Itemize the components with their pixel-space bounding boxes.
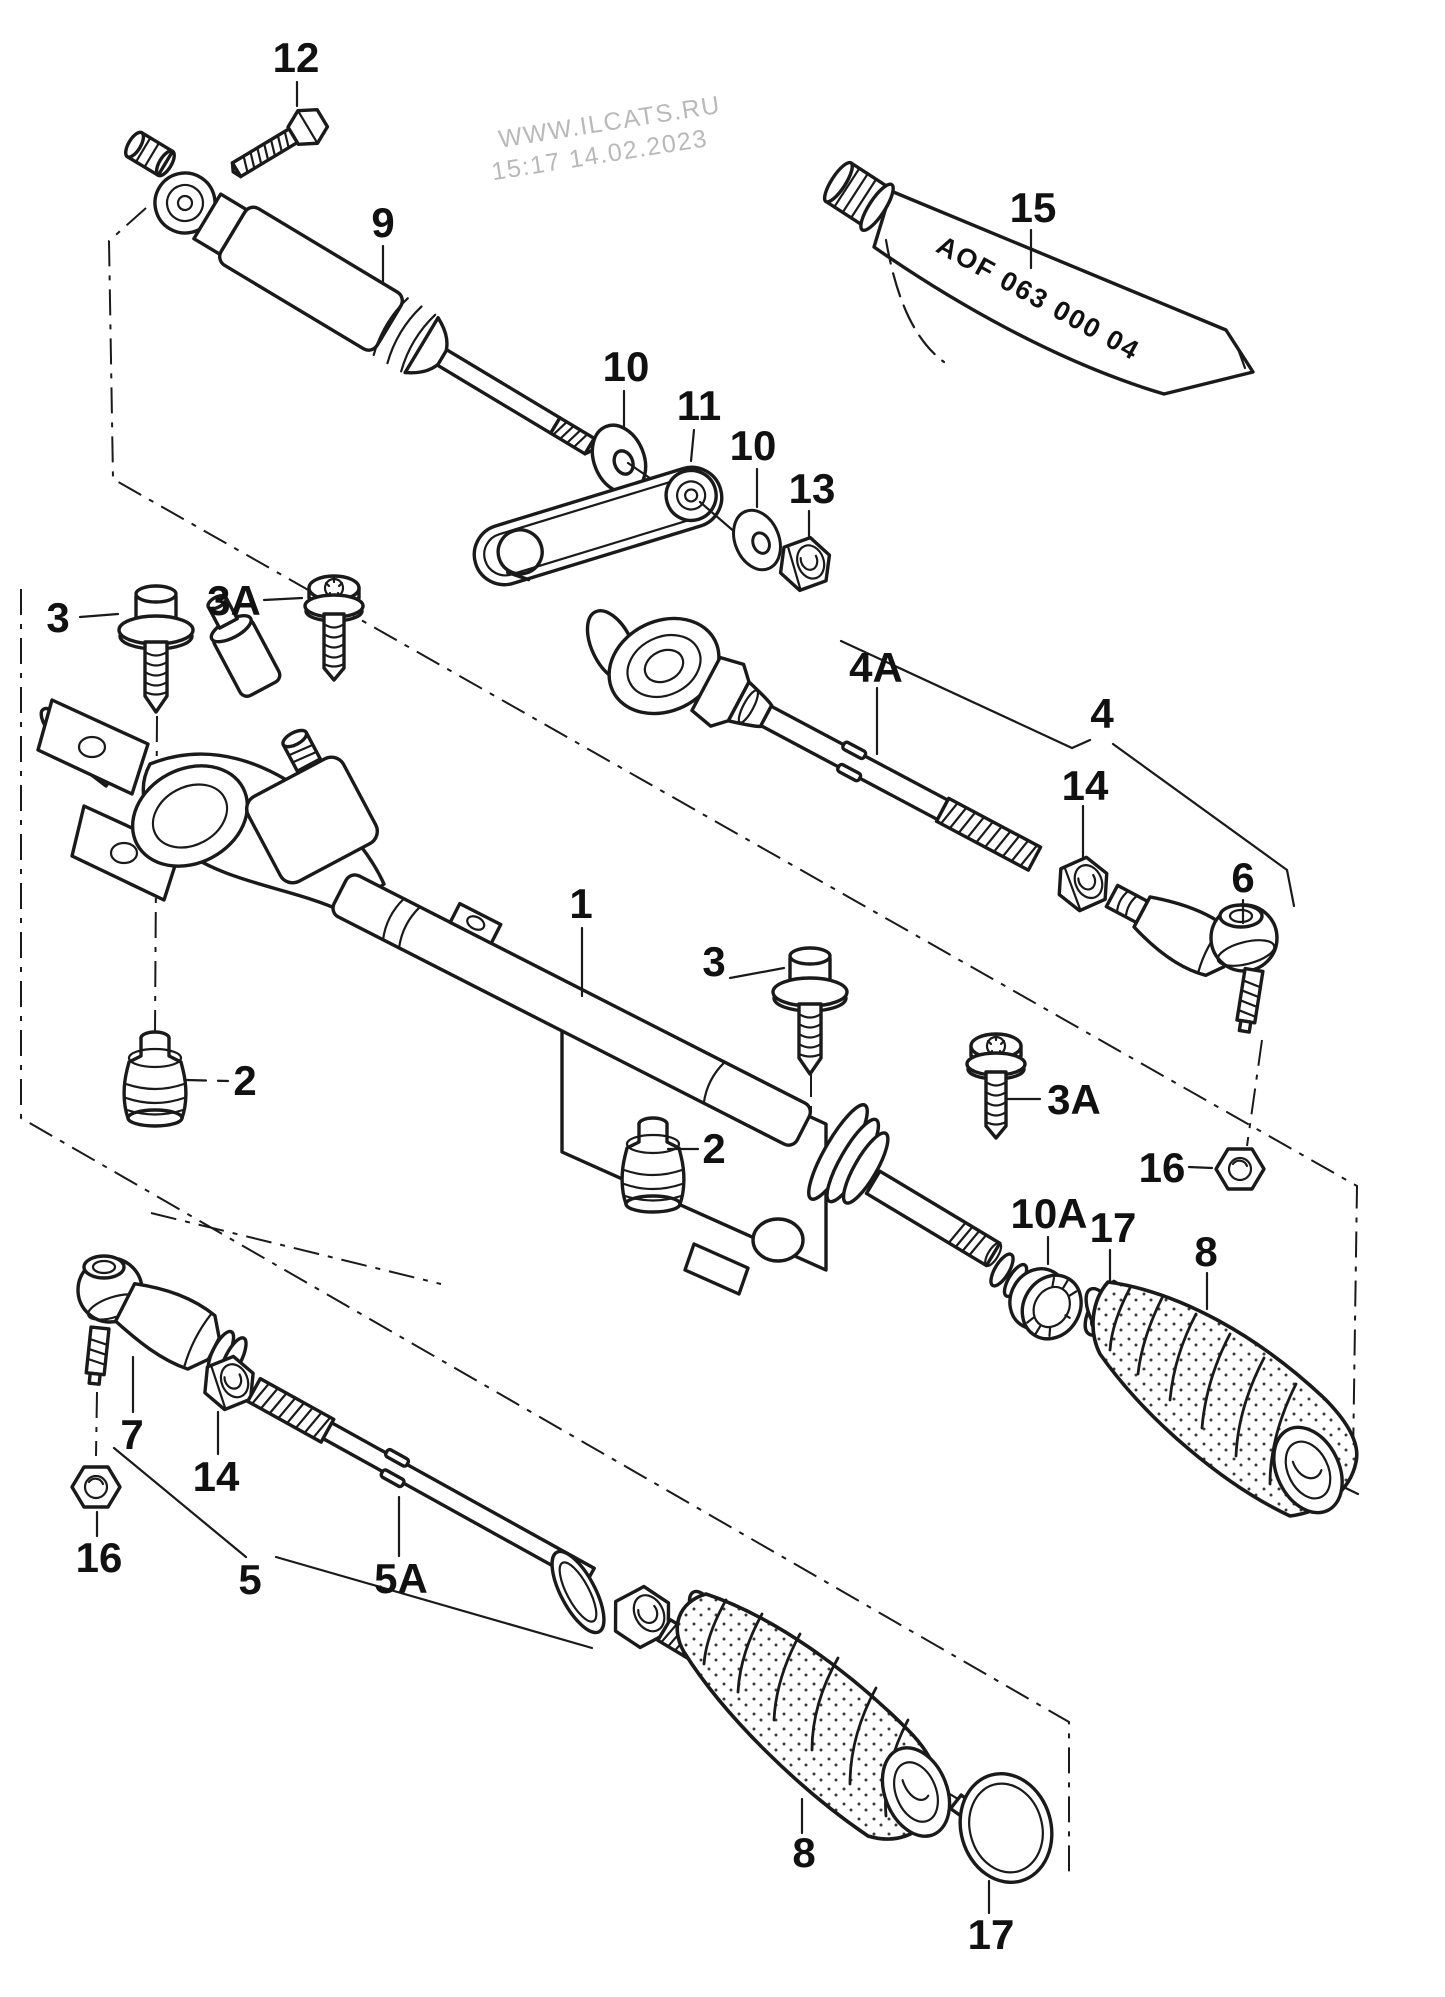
callout-7: 7 bbox=[120, 1411, 143, 1458]
callout-16-bottom: 16 bbox=[76, 1534, 123, 1581]
inner-joint-bottom bbox=[550, 1549, 711, 1665]
tie-rod-5a bbox=[245, 1376, 596, 1586]
nut-16-right bbox=[1214, 1147, 1266, 1191]
clamp-17-bottom bbox=[948, 1771, 1054, 1885]
bolt-12 bbox=[230, 107, 330, 179]
group-bracket-5 bbox=[112, 1446, 594, 1650]
callout-11: 11 bbox=[677, 382, 721, 429]
callout-1: 1 bbox=[569, 880, 592, 927]
callout-5: 5 bbox=[238, 1556, 261, 1603]
callout-12: 12 bbox=[273, 34, 320, 81]
boot-8-bottom bbox=[675, 1589, 952, 1841]
callout-10-upper: 10 bbox=[603, 343, 650, 390]
callout-10-lower: 10 bbox=[730, 422, 777, 469]
callout-5a: 5A bbox=[374, 1555, 428, 1602]
callout-13: 13 bbox=[789, 465, 836, 512]
screw-3a-mid bbox=[965, 1032, 1027, 1140]
bolt-3-left bbox=[117, 584, 195, 714]
washer-10-lower bbox=[723, 501, 791, 579]
callout-leaders bbox=[78, 80, 1245, 1915]
callout-9: 9 bbox=[371, 199, 394, 246]
callout-15: 15 bbox=[1010, 184, 1057, 231]
callout-10a: 10A bbox=[1010, 1190, 1087, 1237]
callout-17-right: 17 bbox=[1090, 1204, 1137, 1251]
callout-16-right: 16 bbox=[1139, 1144, 1186, 1191]
bushing-2-left bbox=[122, 1030, 188, 1128]
steering-gear-housing bbox=[36, 594, 386, 914]
grommet-10a bbox=[1008, 1267, 1083, 1341]
damper-9 bbox=[124, 130, 597, 456]
callout-labels: 12 9 15 10 11 10 13 3 3A 4A 4 14 6 1 3 3… bbox=[46, 34, 1254, 1958]
steering-rack-1 bbox=[331, 873, 1003, 1296]
washer-pair-rack-end bbox=[989, 1252, 1029, 1299]
callout-2-bottom: 2 bbox=[702, 1125, 725, 1172]
callout-14-bottom: 14 bbox=[193, 1453, 240, 1500]
callout-8-right: 8 bbox=[1194, 1228, 1217, 1275]
callout-3a-mid: 3A bbox=[1047, 1076, 1101, 1123]
bolt-3-mid bbox=[771, 946, 849, 1076]
callout-3a-left: 3A bbox=[207, 577, 261, 624]
tie-rod-4 bbox=[585, 609, 1043, 872]
callout-4a: 4A bbox=[849, 644, 903, 691]
tie-rod-end-6 bbox=[1104, 883, 1279, 1034]
callout-8-bottom: 8 bbox=[792, 1829, 815, 1876]
callout-3-mid: 3 bbox=[702, 938, 725, 985]
callout-4: 4 bbox=[1090, 690, 1114, 737]
bracket-11 bbox=[472, 465, 724, 587]
callout-6: 6 bbox=[1231, 854, 1254, 901]
callout-2-left: 2 bbox=[233, 1057, 256, 1104]
nut-13 bbox=[771, 531, 839, 597]
screw-3a-left bbox=[303, 574, 365, 682]
watermark: WWW.ILCATS.RU 15:17 14.02.2023 bbox=[490, 91, 723, 186]
callout-14-right: 14 bbox=[1062, 762, 1109, 809]
group-bracket-4 bbox=[839, 639, 1296, 908]
callout-3-left: 3 bbox=[46, 594, 69, 641]
nut-16-bottom bbox=[70, 1465, 122, 1509]
tie-rod-end-7 bbox=[76, 1254, 248, 1386]
boot-8-right bbox=[1084, 1280, 1359, 1518]
callout-17-bottom: 17 bbox=[968, 1911, 1015, 1958]
